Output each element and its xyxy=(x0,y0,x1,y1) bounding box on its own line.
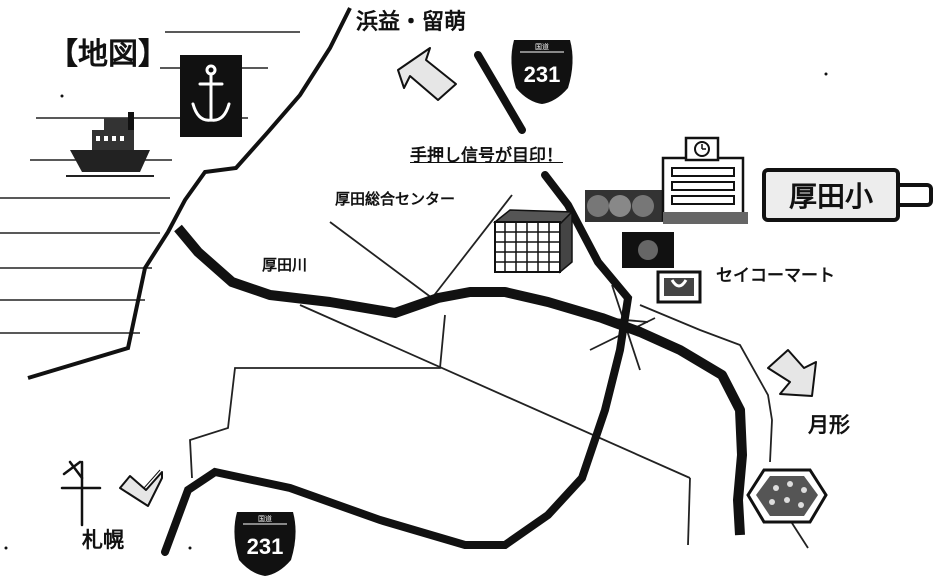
route-shield-icon: 国道 231 xyxy=(234,512,296,576)
arrow-north-icon xyxy=(397,47,457,101)
label-seicomart: セイコーマート xyxy=(716,266,835,286)
label-atsuta-river: 厚田川 xyxy=(262,256,308,274)
shop-icon xyxy=(622,232,674,268)
port-anchor-icon xyxy=(180,55,242,137)
community-center-building-icon xyxy=(492,209,574,274)
label-atsuta-community-center: 厚田総合センター xyxy=(335,190,456,208)
route-shield-header: 国道 xyxy=(535,42,549,51)
coastline xyxy=(27,7,352,380)
map-dot xyxy=(824,72,828,76)
arrow-tsukigata-icon xyxy=(767,349,817,397)
seicomart-store-icon xyxy=(656,270,702,304)
map-dot xyxy=(188,546,192,550)
route-shield-icon: 国道 231 xyxy=(511,40,573,104)
trees-icon xyxy=(585,190,663,222)
label-push-button-signal: 手押し信号が目印！ xyxy=(410,146,563,166)
school-label-tab xyxy=(900,183,933,207)
map-title: 【地図】 xyxy=(48,37,168,72)
school-building-icon xyxy=(661,136,748,224)
sea-lines xyxy=(0,31,300,334)
label-atsuta-elementary-school: 厚田小 xyxy=(762,168,900,222)
ship-icon xyxy=(66,112,154,177)
route-shield-number: 231 xyxy=(524,62,561,87)
map-dot xyxy=(4,546,8,550)
label-sapporo: 札幌 xyxy=(82,528,124,552)
route-shield-number: 231 xyxy=(247,534,284,559)
atsuta-river xyxy=(174,224,747,536)
label-tsukigata: 月形 xyxy=(808,413,850,437)
hexagon-landmark-icon xyxy=(746,468,828,524)
label-hamamasu-rumoi: 浜益・留萌 xyxy=(356,10,467,35)
north-arrow-icon xyxy=(60,460,102,527)
map-dot xyxy=(60,94,64,98)
route-shield-header: 国道 xyxy=(258,514,272,523)
arrow-sapporo-icon xyxy=(119,469,163,507)
route-231-road xyxy=(161,51,633,556)
